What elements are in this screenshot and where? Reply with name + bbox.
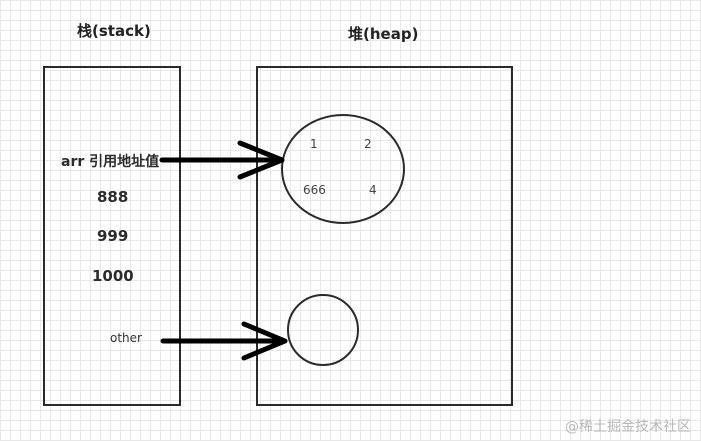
array-item-0: 1 <box>310 137 318 151</box>
heap-box <box>256 66 513 406</box>
other-reference-arrow <box>160 321 288 361</box>
stack-title: 栈(stack) <box>77 22 151 40</box>
stack-value-888: 888 <box>97 188 129 206</box>
arr-reference-label: arr 引用地址值 <box>61 154 160 170</box>
heap-array-object <box>281 114 405 224</box>
stack-value-1000: 1000 <box>92 267 134 285</box>
array-item-1: 2 <box>364 137 372 151</box>
stack-value-999: 999 <box>97 227 129 245</box>
watermark: @稀土掘金技术社区 <box>565 419 691 435</box>
array-item-2: 666 <box>303 183 326 197</box>
heap-title: 堆(heap) <box>348 25 419 43</box>
array-item-3: 4 <box>369 183 377 197</box>
arr-reference-arrow <box>159 140 285 180</box>
heap-other-object <box>287 294 359 366</box>
other-reference-label: other <box>110 331 142 345</box>
stack-box <box>43 66 181 406</box>
